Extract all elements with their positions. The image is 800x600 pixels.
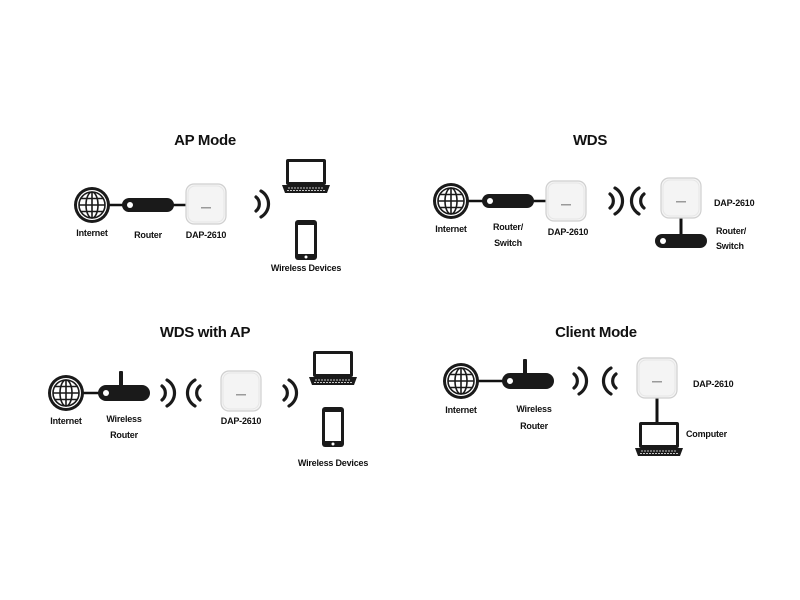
panel-client-mode: Client Mode Internet Wireless Router DAP… (442, 324, 734, 457)
router-icon (122, 198, 174, 212)
wifi-wave-icon (185, 378, 202, 408)
laptop-icon (281, 158, 331, 194)
remote-access-point-icon (660, 177, 702, 219)
router-label-line1: Router/ (493, 222, 524, 232)
access-point-icon (636, 357, 678, 399)
smartphone-icon (295, 220, 317, 260)
wifi-wave-icon (254, 189, 271, 219)
panel-wds-with-ap: WDS with AP Internet Wireless Router DAP… (47, 324, 369, 468)
wifi-wave-icon (572, 366, 589, 396)
wireless-router-icon (98, 371, 150, 401)
panel-ap-mode: AP Mode Internet Router DAP-2610 Wireles… (73, 132, 342, 273)
ap-label: DAP-2610 (221, 416, 262, 426)
router-label-line1: Wireless (106, 414, 142, 424)
wireless-router-icon (502, 359, 554, 389)
remote-router-label-line1: Router/ (716, 226, 747, 236)
wifi-wave-icon (282, 378, 299, 408)
globe-icon (47, 374, 85, 412)
wifi-wave-icon (608, 186, 625, 216)
panel-title: AP Mode (174, 132, 236, 149)
router-label-line1: Wireless (516, 404, 552, 414)
access-point-icon (545, 180, 587, 222)
remote-router-label-line2: Switch (716, 241, 744, 251)
router-label-line2: Router (110, 430, 138, 440)
access-point-icon (220, 370, 262, 412)
router-label-line2: Switch (494, 238, 522, 248)
internet-label: Internet (76, 228, 108, 238)
router-icon (482, 194, 534, 208)
globe-icon (442, 362, 480, 400)
internet-label: Internet (435, 224, 467, 234)
ap-label: DAP-2610 (186, 230, 227, 240)
globe-icon (73, 186, 111, 224)
laptop-icon (308, 350, 358, 386)
panel-title: WDS (573, 132, 607, 149)
laptop-icon (634, 421, 684, 457)
panel-title: WDS with AP (160, 324, 251, 341)
access-point-icon (185, 183, 227, 225)
wifi-wave-icon (601, 366, 618, 396)
ap-label: DAP-2610 (693, 379, 734, 389)
smartphone-icon (322, 407, 344, 447)
router-label-line2: Router (520, 421, 548, 431)
panel-title: Client Mode (555, 324, 637, 341)
wifi-wave-icon (629, 186, 646, 216)
remote-router-icon (655, 234, 707, 248)
wifi-wave-icon (160, 378, 177, 408)
internet-label: Internet (445, 405, 477, 415)
devices-label: Wireless Devices (271, 263, 341, 273)
internet-label: Internet (50, 416, 82, 426)
devices-label: Wireless Devices (298, 458, 368, 468)
ap-label: DAP-2610 (548, 227, 589, 237)
panel-wds: WDS Internet Router/ Switch DAP-2610 DAP… (432, 132, 755, 251)
remote-ap-label: DAP-2610 (714, 198, 755, 208)
router-label: Router (134, 230, 162, 240)
computer-label: Computer (686, 429, 728, 439)
globe-icon (432, 182, 470, 220)
